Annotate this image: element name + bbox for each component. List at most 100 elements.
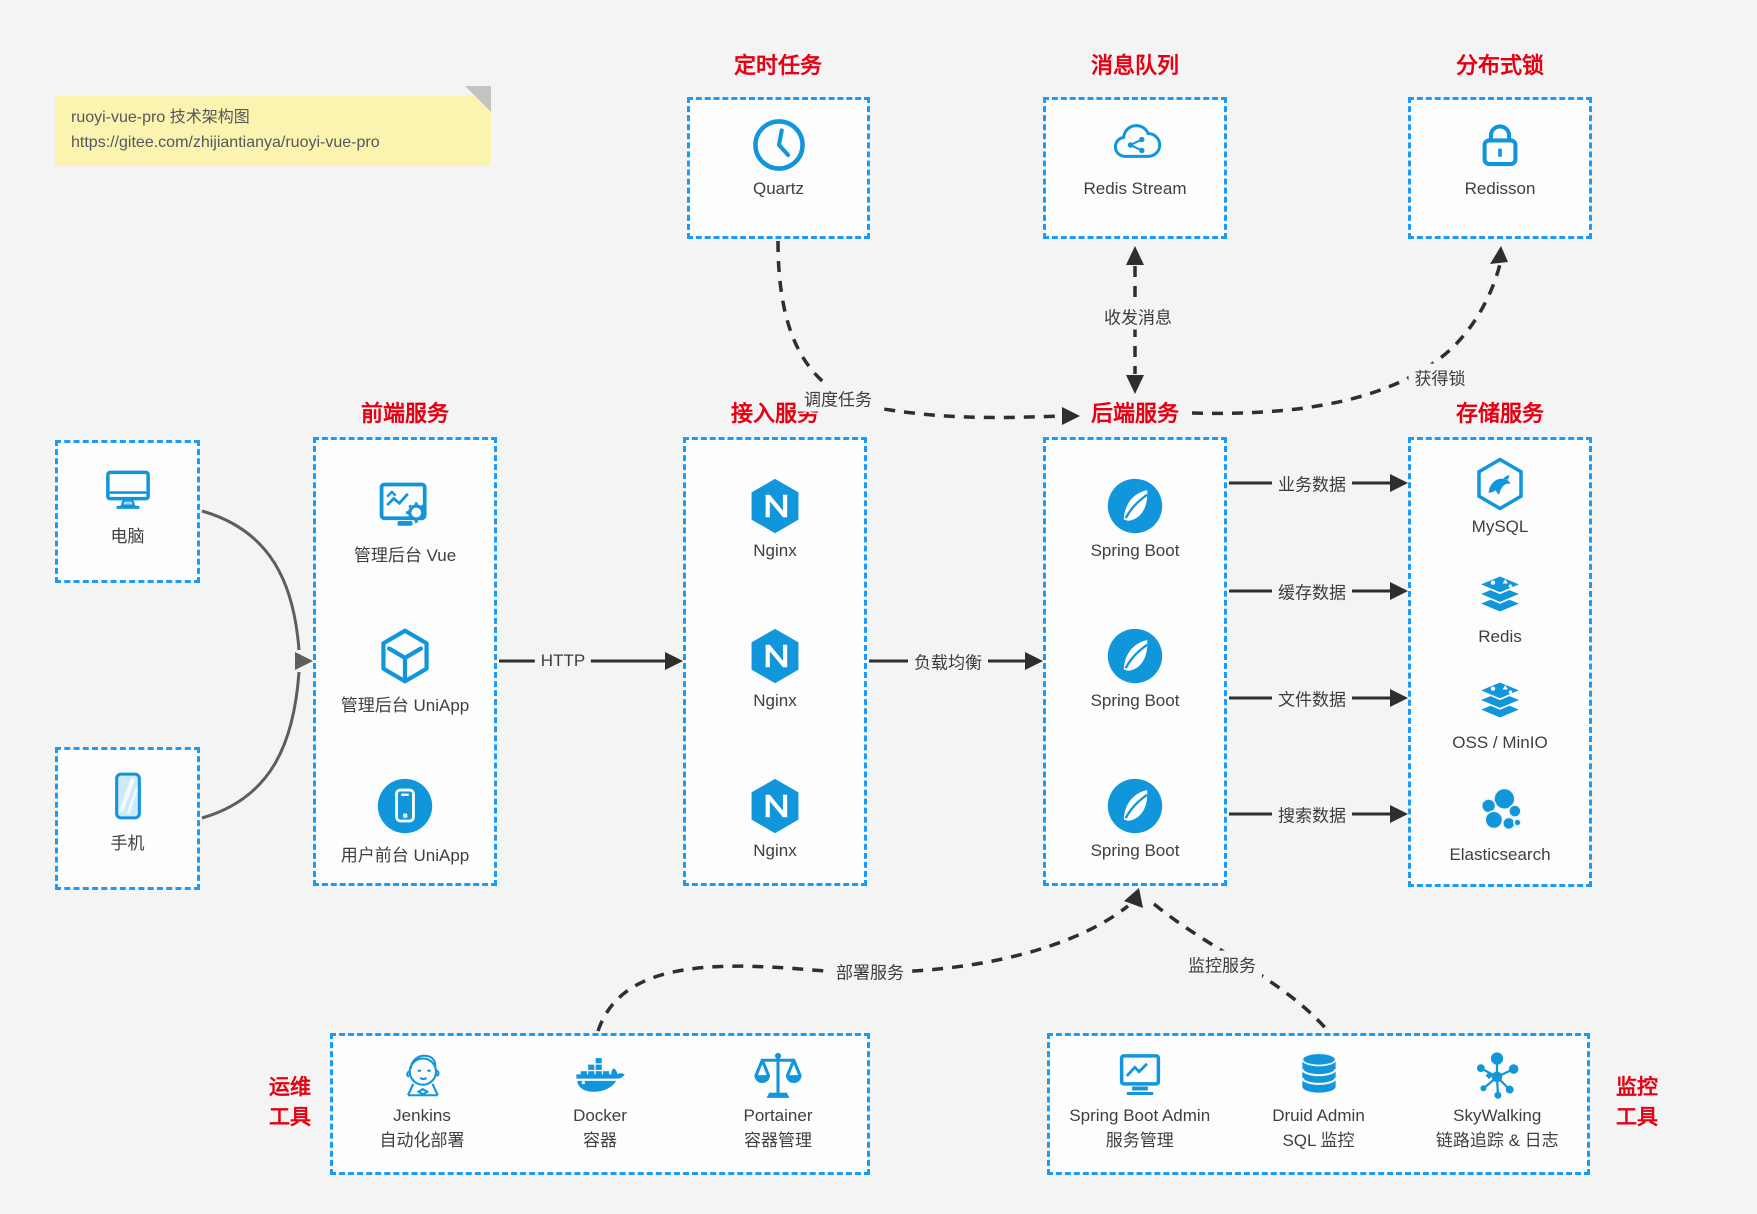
spring-icon <box>1105 776 1165 836</box>
label-lock: 获得锁 <box>1408 363 1472 391</box>
label-deploy: 部署服务 <box>830 957 910 985</box>
box-ops-tools: Jenkins 自动化部署 Docker 容器 Portainer 容器管理 <box>330 1033 870 1175</box>
label-http: HTTP <box>534 650 592 672</box>
box-storage-services: MySQL Redis OSS / MinIO Elasticsearch <box>1408 437 1592 887</box>
node-redisson: Redisson <box>1411 116 1589 199</box>
node-druid-admin: Druid Admin SQL 监控 <box>1230 1048 1408 1151</box>
title-message-queue: 消息队列 <box>1090 53 1179 78</box>
node-label: Spring Boot <box>1090 691 1180 710</box>
box-backend-services: Spring Boot Spring Boot Spring Boot <box>1043 437 1227 886</box>
node-admin-vue: 管理后台 Vue <box>316 476 494 566</box>
node-mysql: MySQL <box>1411 456 1589 537</box>
label-flow-search: 搜索数据 <box>1272 800 1352 828</box>
box-monitor-tools: Spring Boot Admin 服务管理 Druid Admin SQL 监… <box>1047 1033 1590 1175</box>
box-frontend-services: 管理后台 Vue 管理后台 UniApp 用户前台 UniApp <box>313 437 497 886</box>
node-nginx-3: Nginx <box>686 776 864 861</box>
node-skywalking: SkyWalking 链路追踪 & 日志 <box>1408 1048 1586 1151</box>
label-load-balance: 负载均衡 <box>908 647 988 675</box>
arrowhead <box>1025 652 1043 670</box>
node-redis: Redis <box>1411 566 1589 647</box>
spring-icon <box>1105 476 1165 536</box>
title-frontend-services: 前端服务 <box>360 401 449 426</box>
edge-computer-frontend <box>201 509 301 651</box>
node-sublabel: 链路追踪 & 日志 <box>1435 1131 1559 1150</box>
label-schedule: 调度任务 <box>798 384 878 412</box>
box-message-queue: Redis Stream <box>1043 97 1227 239</box>
node-label: 手机 <box>110 834 145 853</box>
label-flow-file: 文件数据 <box>1272 684 1352 712</box>
uniapp-cube-icon <box>375 626 435 686</box>
cloud-mq-icon <box>1106 116 1164 174</box>
label-monitor: 监控服务 <box>1182 950 1262 978</box>
mysql-icon <box>1472 456 1528 512</box>
user-app-icon <box>375 776 435 836</box>
node-redis-stream: Redis Stream <box>1046 116 1224 199</box>
jenkins-icon <box>394 1048 450 1104</box>
node-quartz: Quartz <box>690 116 867 199</box>
node-label: Elasticsearch <box>1449 845 1551 864</box>
node-label: 用户前台 UniApp <box>340 846 470 865</box>
title-ops-tools: 运维 工具 <box>269 1076 311 1130</box>
box-computer: 电脑 <box>55 440 200 583</box>
node-computer: 电脑 <box>58 461 197 547</box>
arrowhead <box>1390 582 1408 600</box>
arrowhead <box>1126 375 1144 394</box>
arrowhead <box>1126 246 1144 265</box>
node-nginx-1: Nginx <box>686 476 864 561</box>
node-docker: Docker 容器 <box>511 1048 689 1151</box>
node-admin-uniapp: 管理后台 UniApp <box>316 626 494 716</box>
node-label: Druid Admin <box>1272 1106 1365 1125</box>
arrowhead <box>1390 805 1408 823</box>
title-scheduled-tasks: 定时任务 <box>733 53 822 78</box>
redis-stack-icon <box>1472 566 1528 622</box>
spring-icon <box>1105 626 1165 686</box>
nginx-icon <box>745 476 805 536</box>
title-backend-services: 后端服务 <box>1090 401 1179 426</box>
node-label: 管理后台 Vue <box>353 546 457 565</box>
node-sublabel: SQL 监控 <box>1282 1131 1355 1150</box>
node-elasticsearch: Elasticsearch <box>1411 784 1589 865</box>
node-sublabel: 自动化部署 <box>379 1131 465 1150</box>
sticky-note: ruoyi-vue-pro 技术架构图 https://gitee.com/zh… <box>55 86 491 166</box>
note-url: https://gitee.com/zhijiantianya/ruoyi-vu… <box>71 133 380 151</box>
arrowhead <box>1490 246 1508 264</box>
edge-phone-frontend <box>201 671 301 820</box>
node-label: Nginx <box>753 541 797 560</box>
box-distributed-lock: Redisson <box>1408 97 1592 239</box>
edge-lock <box>1191 263 1502 416</box>
skywalking-icon <box>1469 1048 1525 1104</box>
node-jenkins: Jenkins 自动化部署 <box>333 1048 511 1151</box>
arrowhead <box>1124 888 1143 908</box>
node-label: Redis Stream <box>1083 179 1187 198</box>
docker-icon <box>572 1048 628 1104</box>
node-sublabel: 服务管理 <box>1105 1131 1174 1150</box>
node-label: Spring Boot <box>1090 841 1180 860</box>
node-label: MySQL <box>1471 517 1529 536</box>
node-label: Docker <box>573 1106 627 1125</box>
node-label: Redis <box>1478 627 1522 646</box>
node-oss-minio: OSS / MinIO <box>1411 672 1589 753</box>
node-label: Nginx <box>753 691 797 710</box>
node-label: Portainer <box>743 1106 813 1125</box>
node-label: Jenkins <box>393 1106 451 1125</box>
title-distributed-lock: 分布式锁 <box>1455 53 1544 78</box>
title-monitor-tools: 监控 工具 <box>1616 1076 1658 1130</box>
node-label: Nginx <box>753 841 797 860</box>
node-label: OSS / MinIO <box>1452 733 1548 752</box>
arrowhead <box>665 652 683 670</box>
nginx-icon <box>745 776 805 836</box>
node-portainer: Portainer 容器管理 <box>689 1048 867 1151</box>
desktop-icon <box>100 461 156 517</box>
node-phone: 手机 <box>58 768 197 854</box>
node-label: Quartz <box>752 179 805 198</box>
node-springboot-2: Spring Boot <box>1046 626 1224 711</box>
node-nginx-2: Nginx <box>686 626 864 711</box>
druid-icon <box>1291 1048 1347 1104</box>
label-flow-cache: 缓存数据 <box>1272 577 1352 605</box>
oss-stack-icon <box>1472 672 1528 728</box>
lock-icon <box>1471 116 1529 174</box>
arrowhead <box>1390 474 1408 492</box>
elasticsearch-icon <box>1472 784 1528 840</box>
node-label: Spring Boot <box>1090 541 1180 560</box>
clock-icon <box>750 116 808 174</box>
